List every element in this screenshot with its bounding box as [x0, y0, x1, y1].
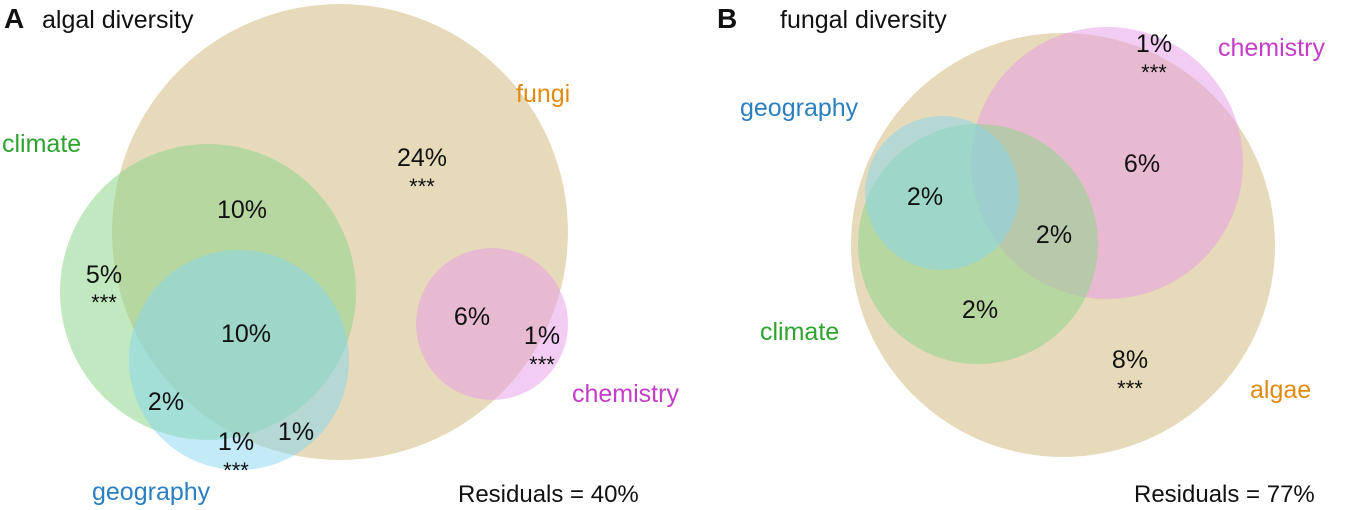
panel-b-value-geography-climate-algae: 2% [907, 183, 943, 211]
panel-a-value-climate-geography: 2% [148, 388, 184, 416]
panel-a-geography-circle [129, 250, 349, 470]
panel-a-letter: A [4, 3, 24, 34]
panel-a-value-fungi-only: 24% [397, 144, 447, 172]
panel-b-value-center: 2% [1036, 221, 1072, 249]
panel-b: B fungal diversity geography chemistry c… [717, 3, 1325, 508]
panel-a-chemistry-circle [416, 248, 568, 400]
panel-a-title: algal diversity [42, 6, 194, 34]
panel-b-value-climate-algae: 2% [962, 296, 998, 324]
panel-b-geography-circle [865, 116, 1019, 270]
panel-a-sig-fungi-only: *** [409, 174, 435, 199]
panel-a-value-fungi-climate-geography: 10% [221, 320, 271, 348]
panel-a-label-chemistry: chemistry [572, 380, 679, 408]
panel-b-sig-chemistry-only: *** [1141, 60, 1167, 85]
panel-b-label-climate: climate [760, 318, 839, 346]
panel-a-value-fungi-chemistry: 6% [454, 303, 490, 331]
panel-b-value-algae-only: 8% [1112, 346, 1148, 374]
panel-a-label-fungi: fungi [516, 80, 570, 108]
panel-b-sig-algae-only: *** [1117, 376, 1143, 401]
panel-a-residuals: Residuals = 40% [458, 481, 639, 508]
panel-b-letter: B [717, 3, 737, 34]
panel-b-title: fungal diversity [780, 6, 947, 34]
panel-a-value-fungi-geography: 1% [278, 418, 314, 446]
panel-a-value-geography-only: 1% [218, 428, 254, 456]
panel-a-label-geography: geography [92, 478, 211, 506]
panel-a-sig-chemistry-only: *** [529, 352, 555, 377]
panel-a: A algal diversity fungi climate geograph… [2, 3, 679, 508]
panel-a-value-chemistry-only: 1% [524, 322, 560, 350]
panel-b-value-algae-chemistry: 6% [1124, 150, 1160, 178]
panel-a-value-fungi-climate: 10% [217, 196, 267, 224]
panel-a-sig-geography-only: *** [223, 458, 249, 483]
panel-a-value-climate-only: 5% [86, 261, 122, 289]
panel-a-sig-climate-only: *** [91, 290, 117, 315]
panel-b-label-geography: geography [740, 94, 859, 122]
panel-b-residuals: Residuals = 77% [1134, 481, 1315, 508]
panel-b-label-chemistry: chemistry [1218, 34, 1325, 62]
panel-a-label-climate: climate [2, 130, 81, 158]
panel-b-label-algae: algae [1250, 376, 1311, 404]
panel-b-value-chemistry-only: 1% [1136, 30, 1172, 58]
